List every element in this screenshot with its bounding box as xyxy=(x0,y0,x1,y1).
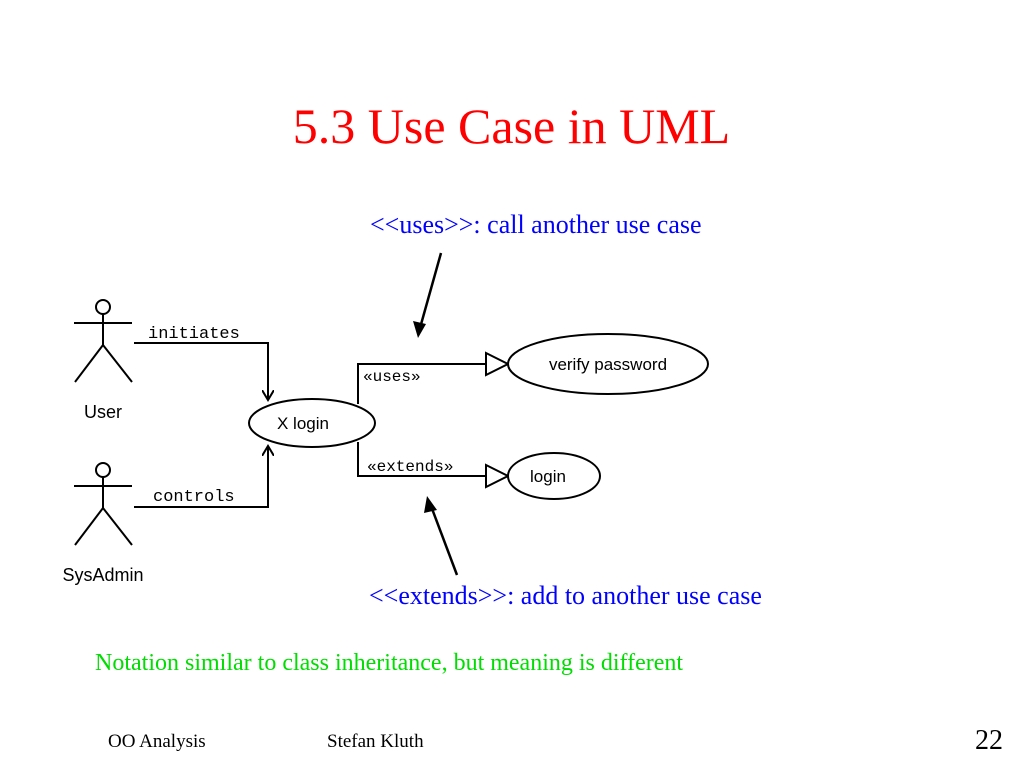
association-initiates-line xyxy=(134,342,268,400)
pointer-uses xyxy=(413,252,443,338)
relation-extends: «extends» xyxy=(357,442,511,489)
footer-author: Stefan Kluth xyxy=(327,731,424,752)
relation-extends-arrowhead xyxy=(485,463,511,489)
pointer-uses-head xyxy=(413,321,426,338)
slide-title: 5.3 Use Case in UML xyxy=(292,98,731,154)
association-controls-label: controls xyxy=(153,488,235,507)
association-initiates: initiates xyxy=(134,325,268,400)
use-case-verify-password-oval xyxy=(507,333,709,395)
relation-extends-label: «extends» xyxy=(367,458,453,476)
actor-user-head xyxy=(95,299,111,315)
relation-uses-line xyxy=(357,363,486,404)
relation-uses: «uses» xyxy=(357,351,511,404)
relation-uses-arrowhead xyxy=(485,351,511,377)
association-controls: controls xyxy=(134,446,268,508)
actor-sysadmin: SysAdmin xyxy=(62,462,144,585)
relation-extends-line xyxy=(357,442,486,477)
use-case-verify-password-label: verify password xyxy=(549,355,667,374)
pointer-extends xyxy=(424,496,459,576)
use-case-verify-password: verify password xyxy=(507,333,709,395)
relation-uses-label: «uses» xyxy=(363,368,421,386)
association-initiates-label: initiates xyxy=(148,325,240,344)
actor-user-label: User xyxy=(84,402,122,422)
use-case-x-login: X login xyxy=(248,398,376,448)
actor-sysadmin-left-leg xyxy=(74,507,104,546)
use-case-login-oval xyxy=(507,452,601,500)
page-number: 22 xyxy=(975,725,1003,756)
actor-sysadmin-label: SysAdmin xyxy=(62,565,143,585)
actor-sysadmin-right-leg xyxy=(102,507,133,546)
footer-course: OO Analysis xyxy=(108,731,206,752)
actor-user: User xyxy=(74,299,133,422)
pointer-uses-shaft xyxy=(418,252,443,329)
use-case-x-login-oval xyxy=(248,398,376,448)
use-case-login-label: login xyxy=(530,467,566,486)
pointer-extends-shaft xyxy=(429,505,459,576)
actor-user-left-leg xyxy=(74,344,104,383)
association-controls-line xyxy=(134,446,268,508)
use-case-x-login-label: X login xyxy=(277,414,329,433)
notation-note: Notation similar to class inheritance, b… xyxy=(95,650,684,676)
extends-annotation: <<extends>>: add to another use case xyxy=(369,581,762,610)
uses-annotation: <<uses>>: call another use case xyxy=(370,210,702,239)
use-case-login: login xyxy=(507,452,601,500)
actor-sysadmin-head xyxy=(95,462,111,478)
pointer-extends-head xyxy=(424,496,437,513)
actor-user-right-leg xyxy=(102,344,133,383)
